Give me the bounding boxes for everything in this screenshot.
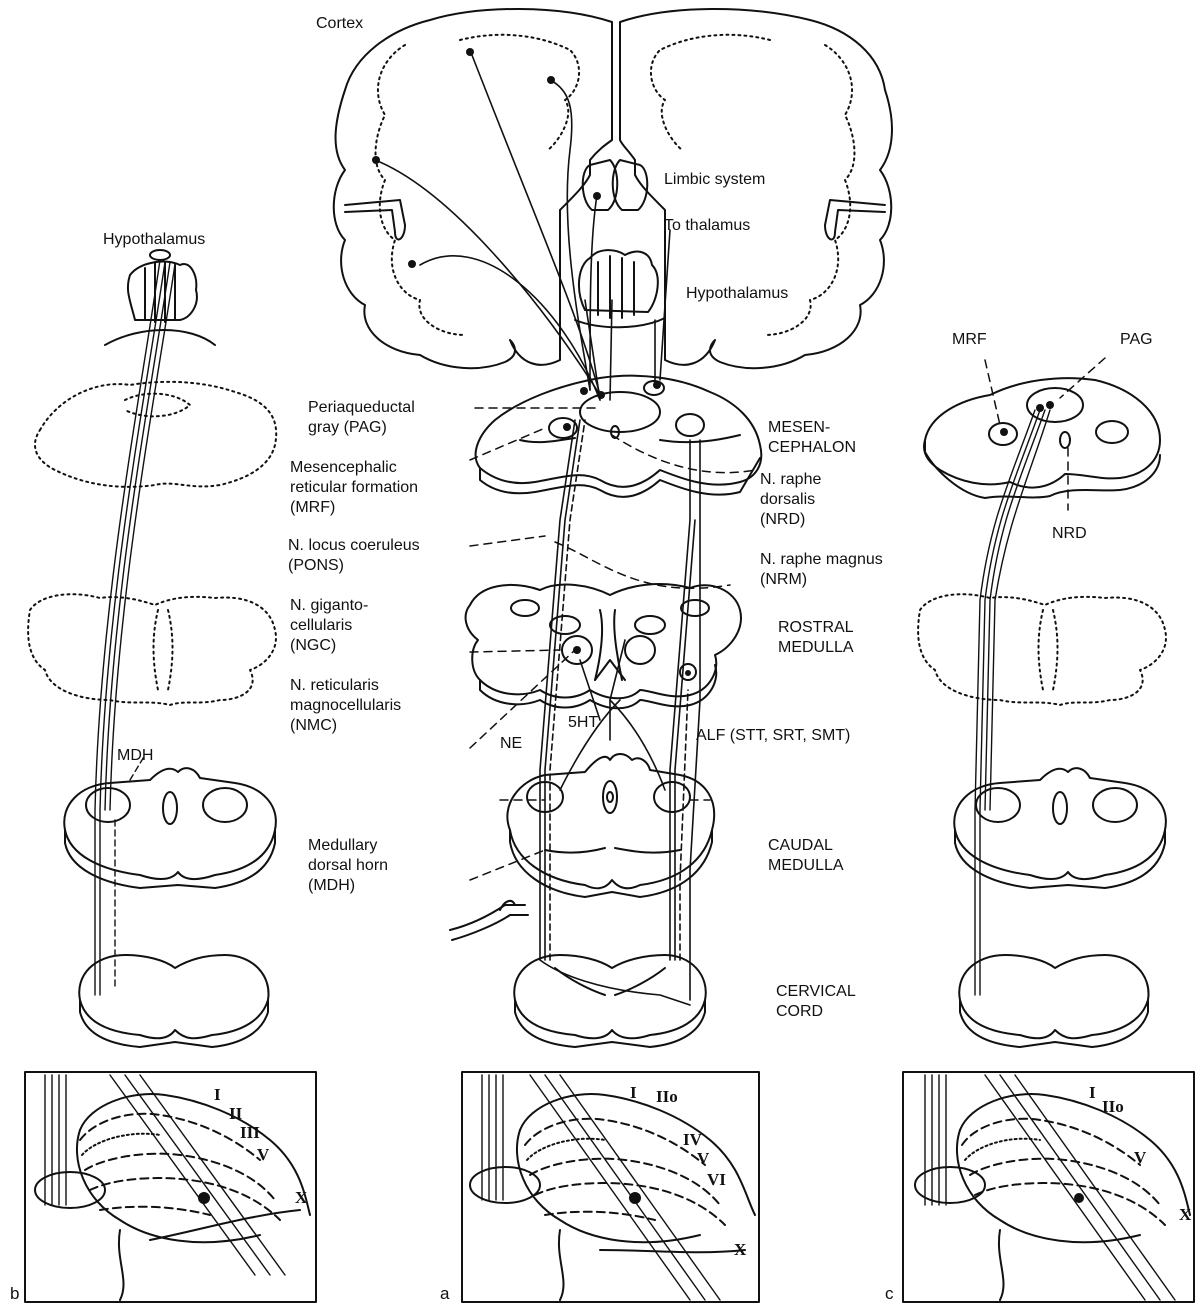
label-mrf-right: MRF xyxy=(952,330,987,350)
lamina-a-X: X xyxy=(734,1240,746,1260)
lamina-a-V: V xyxy=(697,1149,709,1169)
lamina-c-I: I xyxy=(1089,1083,1096,1103)
label-nrd-right: NRD xyxy=(1052,524,1087,544)
label-alf: ALF (STT, SRT, SMT) xyxy=(696,726,850,746)
lamina-a-VI: VI xyxy=(707,1170,726,1190)
label-pag: Periaqueductal gray (PAG) xyxy=(308,398,415,438)
lamina-c-IIo: IIo xyxy=(1102,1097,1124,1117)
label-pag-right: PAG xyxy=(1120,330,1153,350)
label-mrf: Mesencephalic reticular formation (MRF) xyxy=(290,458,418,518)
caudal-medulla-slab xyxy=(507,754,714,897)
lamina-a-I: I xyxy=(630,1083,637,1103)
label-caudal-medulla: CAUDAL MEDULLA xyxy=(768,836,844,876)
panel-letter-c: c xyxy=(885,1284,894,1304)
label-nmc: N. reticularis magnocellularis (NMC) xyxy=(290,676,401,736)
hypothalamus-center xyxy=(575,250,665,327)
leader-lines-center xyxy=(470,408,755,880)
lamina-c-X: X xyxy=(1179,1205,1191,1225)
lamina-b-I: I xyxy=(214,1085,221,1105)
lamina-a-IV: IV xyxy=(683,1130,702,1150)
lamina-b-II: II xyxy=(229,1104,242,1124)
panel-c-frame xyxy=(903,1072,1194,1302)
label-nrm: N. raphe magnus (NRM) xyxy=(760,550,883,590)
label-hypothalamus-center: Hypothalamus xyxy=(686,284,788,304)
label-nrd: N. raphe dorsalis (NRD) xyxy=(760,470,821,530)
central-pathways xyxy=(375,50,700,1005)
label-to-thalamus: To thalamus xyxy=(664,216,750,236)
label-hypothalamus-left: Hypothalamus xyxy=(103,230,205,250)
lamina-b-V: V xyxy=(257,1145,269,1165)
lamina-c-V: V xyxy=(1134,1148,1146,1168)
lamina-b-III: III xyxy=(240,1123,260,1143)
right-column xyxy=(918,378,1166,1047)
label-mdh-center: Medullary dorsal horn (MDH) xyxy=(308,836,388,896)
label-cervical-cord: CERVICAL CORD xyxy=(776,982,856,1022)
panel-letter-b: b xyxy=(10,1284,19,1304)
lamina-b-X: X xyxy=(295,1188,307,1208)
label-cortex: Cortex xyxy=(316,14,363,34)
label-limbic-system: Limbic system xyxy=(664,170,765,190)
panel-b-frame xyxy=(25,1072,316,1302)
label-5ht: 5HT xyxy=(568,713,598,733)
panel-letter-a: a xyxy=(440,1284,449,1304)
left-column xyxy=(28,250,276,1047)
label-ne: NE xyxy=(500,734,522,754)
label-ngc: N. giganto- cellularis (NGC) xyxy=(290,596,368,656)
label-mdh-left: MDH xyxy=(117,746,153,766)
label-rostral-medulla: ROSTRAL MEDULLA xyxy=(778,618,854,658)
cervical-cord-slab xyxy=(450,901,706,1047)
label-mesencephalon: MESEN- CEPHALON xyxy=(768,418,856,458)
label-locus-coeruleus: N. locus coeruleus (PONS) xyxy=(288,536,420,576)
cortex-section xyxy=(334,9,892,368)
mesencephalon-slab xyxy=(476,376,762,497)
lamina-a-IIo: IIo xyxy=(656,1087,678,1107)
